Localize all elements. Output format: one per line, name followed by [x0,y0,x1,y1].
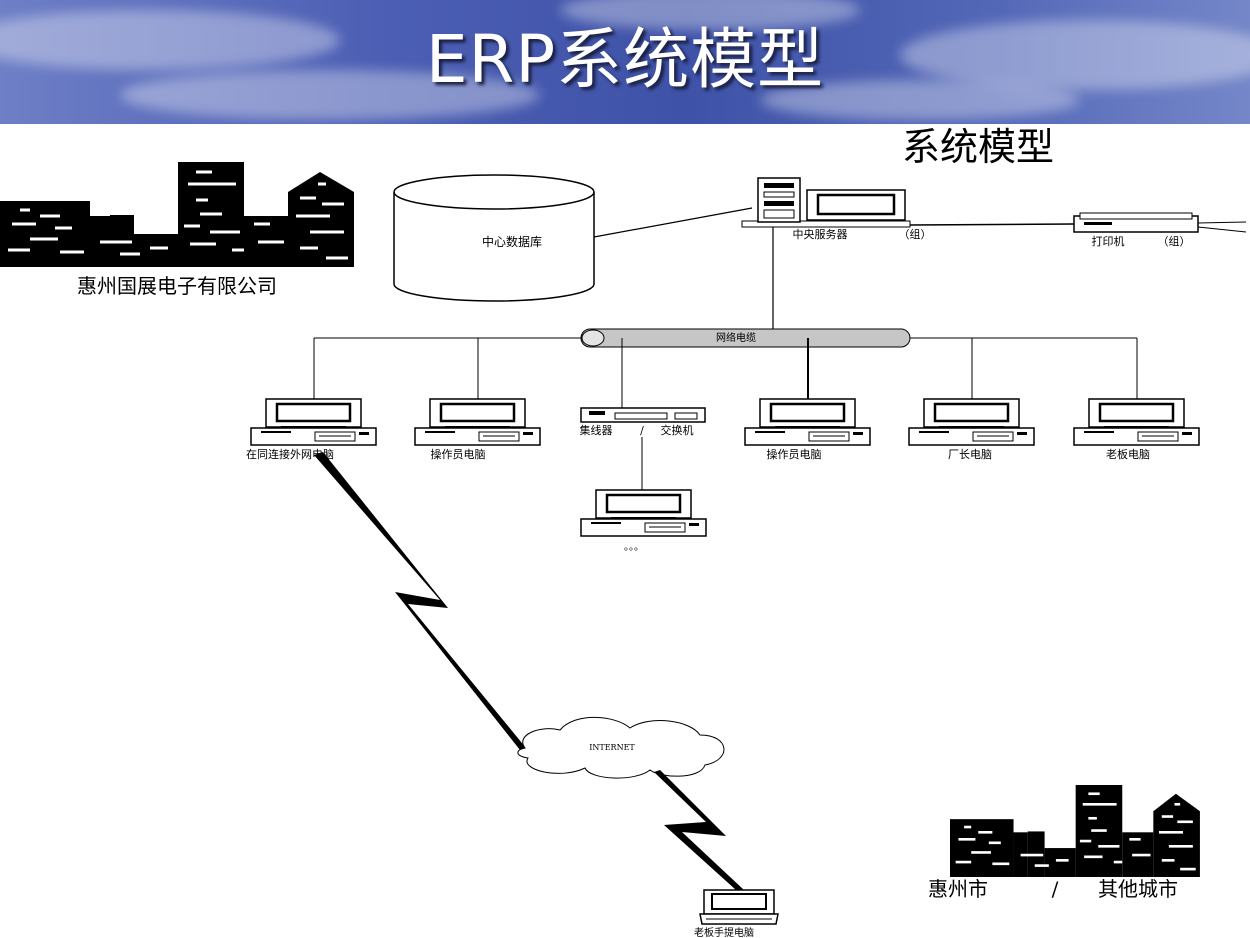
pc-label-operator-2: 操作员电脑 [767,447,822,461]
slide-title: ERP系统模型 [425,21,825,98]
boss-laptop [699,889,779,925]
erp-network-diagram: 系统模型 惠州国展电子有限公司 中心数据库 中央服务器 （组） 打印机 （组） [0,125,1247,938]
central-database: 中心数据库 [393,174,595,302]
database-server-link [593,207,753,238]
more-pcs-label: 。。。 [624,542,644,553]
company-name: 惠州国展电子有限公司 [77,274,277,298]
server-group-label: （组） [899,227,932,241]
printer-group-label: （组） [1158,234,1191,248]
network-cable: 网络电缆 [580,328,911,348]
database-label: 中心数据库 [482,234,542,249]
diagram-heading: 系统模型 [902,125,1054,169]
pc-additional [579,488,708,538]
pc-operator-2 [743,397,872,447]
pc-label-operator-1: 操作员电脑 [431,447,486,461]
pc-external-network [249,397,378,447]
hub-separator: / [640,424,644,437]
printer-label: 打印机 [1092,234,1125,248]
hub-label: 集线器 [580,423,613,437]
network-cable-label: 网络电缆 [716,331,756,344]
server-printer-link [909,223,1075,226]
title-banner: ERP系统模型 [0,0,1250,124]
pc-label-factory-manager: 厂长电脑 [948,448,992,461]
hub-switch [580,407,706,423]
city-label: 惠州市 [928,877,988,901]
other-cities-label: 其他城市 [1098,877,1178,901]
pc-factory-manager [907,397,1036,447]
pc-label-external: 在同连接外网电脑 [246,448,334,461]
internet-cloud: INTERNET [517,716,725,779]
company-skyline-graphic [0,160,356,269]
city-separator: / [1052,877,1059,901]
pc-operator-1 [413,397,542,447]
central-server [741,177,911,228]
switch-label: 交换机 [661,423,694,437]
laptop-label: 老板手提电脑 [694,926,754,938]
pc-label-boss: 老板电脑 [1106,447,1150,461]
pc-boss [1072,397,1201,447]
wireless-link-upper-bolt [314,452,526,750]
wireless-link-lower-bolt [654,770,744,890]
server-label: 中央服务器 [793,228,848,241]
city-skyline-graphic [948,783,1202,879]
internet-label: INTERNET [589,743,635,752]
printer [1073,212,1247,233]
